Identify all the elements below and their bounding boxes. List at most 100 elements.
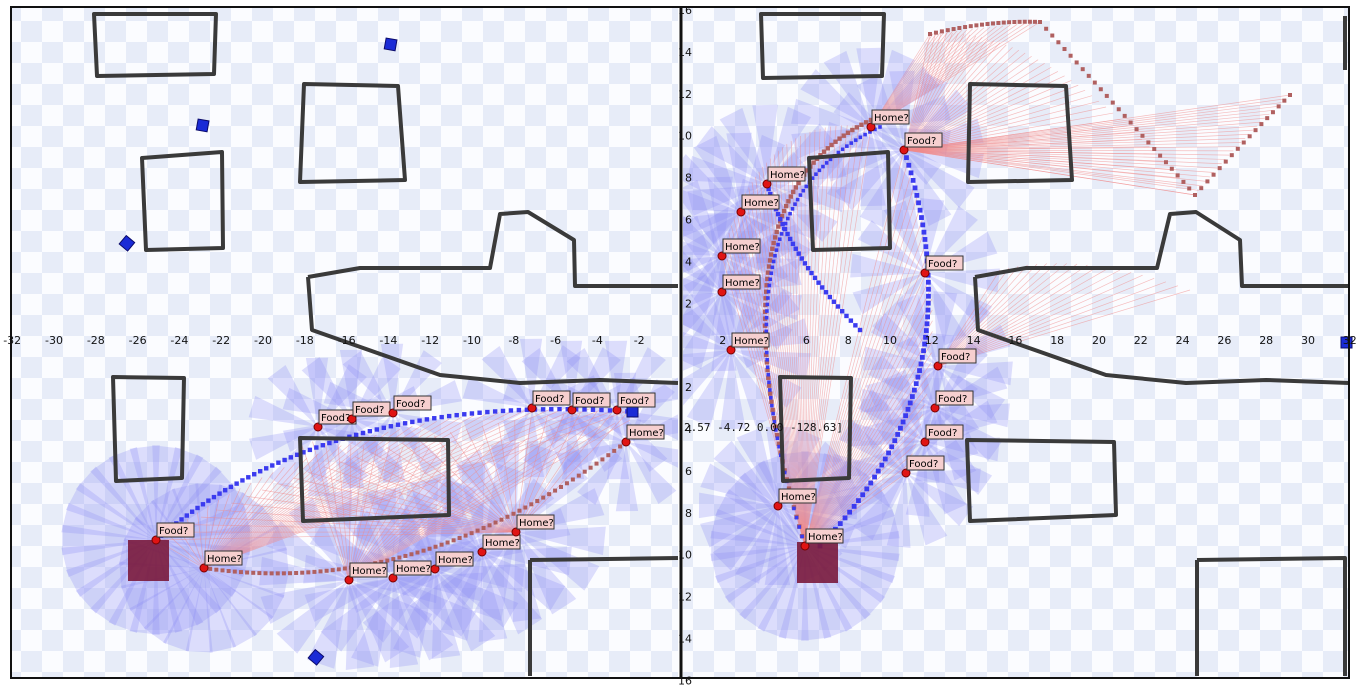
red-trail-dot xyxy=(1135,127,1139,131)
x-tick-label: -10 xyxy=(463,334,481,347)
blue-trail-dot xyxy=(767,290,771,294)
y-tick-label: 14 xyxy=(678,46,692,59)
blue-trail-dot xyxy=(258,469,262,473)
blue-trail-dot xyxy=(906,407,911,412)
red-trail-dot xyxy=(306,570,310,574)
red-trail-dot xyxy=(257,571,261,575)
blue-trail-dot xyxy=(821,165,825,169)
red-trail-dot xyxy=(1140,134,1144,138)
x-tick-label: -8 xyxy=(508,334,519,347)
blue-trail-dot xyxy=(838,521,843,526)
robot-state-label: Home? xyxy=(485,538,520,549)
blue-trail-dot xyxy=(765,358,769,362)
blue-trail-dot xyxy=(800,535,804,539)
red-trail-dot xyxy=(583,470,587,474)
blue-trail-dot xyxy=(794,247,798,251)
blue-trail-dot xyxy=(926,287,931,292)
robot-state-label: Food? xyxy=(928,259,957,270)
blue-trail-dot xyxy=(799,193,803,197)
x-tick-label: -30 xyxy=(45,334,63,347)
blue-trail-dot xyxy=(919,215,924,220)
blue-trail-dot xyxy=(859,136,863,140)
red-trail-dot xyxy=(565,481,569,485)
food-square xyxy=(627,406,638,417)
red-trail-dot xyxy=(397,556,401,560)
blue-trail-dot xyxy=(797,525,801,529)
robot-state-label: Home? xyxy=(744,198,779,209)
blue-trail-dot xyxy=(843,515,848,520)
red-trail-dot xyxy=(1111,101,1115,105)
y-tick-label: 2 xyxy=(685,381,692,394)
x-tick-label: 2 xyxy=(719,334,726,347)
y-tick-label: 16 xyxy=(678,674,692,687)
red-trail-dot xyxy=(529,502,533,506)
blue-trail-dot xyxy=(911,178,916,183)
red-trail-dot xyxy=(409,552,413,556)
blue-trail-dot xyxy=(517,408,521,412)
blue-trail-dot xyxy=(853,323,857,327)
blue-trail-dot xyxy=(791,242,795,246)
blue-trail-dot xyxy=(904,155,909,160)
red-trail-dot xyxy=(1205,179,1209,183)
red-trail-dot xyxy=(403,554,407,558)
red-trail-dot xyxy=(784,204,788,208)
red-trail-dot xyxy=(264,571,268,575)
blue-trail-dot xyxy=(852,504,857,509)
blue-trail-dot xyxy=(788,237,792,241)
blue-trail-dot xyxy=(410,420,414,424)
red-trail-dot xyxy=(1170,167,1174,171)
blue-trail-dot xyxy=(856,498,861,503)
red-trail-dot xyxy=(494,521,498,525)
blue-trail-dot xyxy=(824,290,828,294)
red-trail-dot xyxy=(1050,34,1054,38)
robot-state-label: Home? xyxy=(874,113,909,124)
blue-trail-dot xyxy=(879,463,884,468)
x-tick-label: 16 xyxy=(1008,334,1022,347)
red-trail-dot xyxy=(331,568,335,572)
blue-trail-dot xyxy=(860,492,865,497)
blue-trail-dot xyxy=(797,251,801,255)
red-trail-dot xyxy=(1093,81,1097,85)
red-trail-dot xyxy=(768,258,772,262)
left-nest xyxy=(128,540,169,581)
blue-trail-dot xyxy=(806,266,810,270)
red-trail-dot xyxy=(337,567,341,571)
blue-trail-dot xyxy=(901,420,906,425)
blue-trail-dot xyxy=(793,202,797,206)
red-trail-dot xyxy=(553,489,557,493)
robot-state-label: Food? xyxy=(159,526,188,537)
x-tick-label: -26 xyxy=(129,334,147,347)
red-trail-dot xyxy=(1259,122,1263,126)
blue-trail-dot xyxy=(212,495,216,499)
red-trail-dot xyxy=(772,416,776,420)
red-trail-dot xyxy=(776,224,780,228)
blue-trail-dot xyxy=(240,478,244,482)
blue-trail-dot xyxy=(914,381,919,386)
red-trail-dot xyxy=(505,515,509,519)
red-trail-dot xyxy=(595,462,599,466)
red-trail-dot xyxy=(1230,153,1234,157)
red-trail-dot xyxy=(774,230,778,234)
red-trail-dot xyxy=(770,247,774,251)
blue-trail-dot xyxy=(832,300,836,304)
blue-trail-dot xyxy=(840,309,844,313)
red-trail-dot xyxy=(470,531,474,535)
red-trail-dot xyxy=(559,485,563,489)
blue-trail-dot xyxy=(872,475,877,480)
red-trail-dot xyxy=(294,571,298,575)
red-trail-dot xyxy=(1028,20,1032,24)
x-tick-label: 24 xyxy=(1176,334,1190,347)
red-trail-dot xyxy=(1152,147,1156,151)
blue-trail-dot xyxy=(818,169,822,173)
blue-trail-dot xyxy=(785,232,789,236)
red-trail-dot xyxy=(1018,20,1022,24)
y-tick-label: 2 xyxy=(685,297,692,310)
red-trail-dot xyxy=(1199,186,1203,190)
red-trail-dot xyxy=(1236,147,1240,151)
red-trail-dot xyxy=(251,571,255,575)
red-trail-dot xyxy=(227,569,231,573)
blue-trail-dot xyxy=(549,407,553,411)
blue-trail-dot xyxy=(768,277,772,281)
